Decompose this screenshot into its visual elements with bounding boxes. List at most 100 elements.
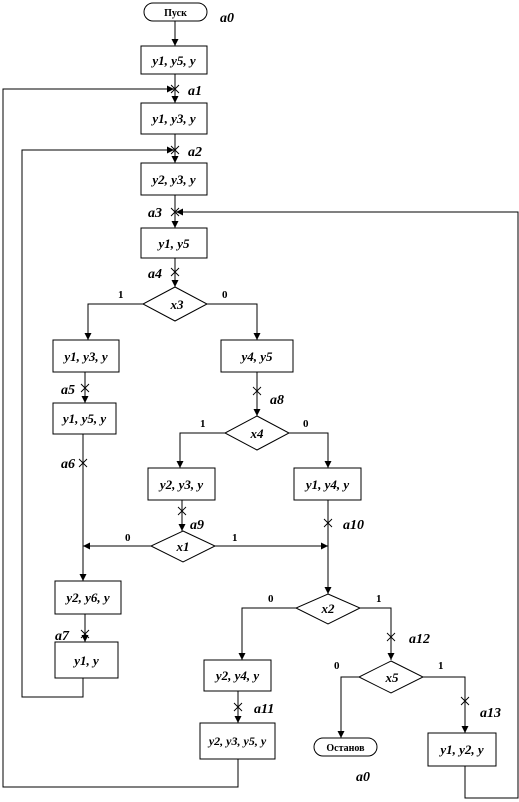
operator-block-6: y4, y5 — [220, 339, 294, 373]
flow-x5-no — [337, 676, 359, 738]
state-mark-a0-stop: a0 — [356, 770, 370, 785]
cross-a13 — [460, 696, 470, 706]
operator-block-1-shape — [140, 45, 208, 75]
cross-a7 — [80, 629, 90, 639]
state-mark-a6: a6 — [61, 457, 75, 472]
flow-loop-to-a2 — [21, 146, 174, 698]
cross-a12 — [386, 632, 396, 642]
cross-a6 — [78, 458, 88, 468]
cross-a10 — [323, 518, 333, 528]
branch-label-x3-yes: 1 — [118, 289, 124, 301]
state-mark-a10: a10 — [343, 518, 364, 533]
state-mark-a3: a3 — [148, 206, 162, 221]
state-crosses — [78, 84, 470, 712]
flow-x4-yes — [176, 432, 225, 468]
branch-label-x5-no: 0 — [334, 660, 340, 672]
branch-label-x2-yes: 1 — [376, 593, 382, 605]
operator-block-11-label: y1, y — [72, 653, 99, 668]
terminal-stop: Останов — [313, 737, 378, 757]
cross-a11 — [233, 702, 243, 712]
condition-x1-shape — [149, 530, 217, 563]
operator-block-9: y1, y4, y — [293, 467, 362, 501]
operator-block-13: y2, y3, y5, y — [199, 722, 276, 760]
operator-block-5-shape — [52, 339, 120, 373]
state-mark-a4: a4 — [148, 267, 162, 282]
condition-x2-shape — [294, 593, 362, 625]
state-mark-a11: a11 — [254, 702, 274, 717]
operator-block-11: y1, y — [54, 641, 119, 679]
terminal-stop-label: Останов — [326, 743, 365, 754]
state-mark-a12: a12 — [409, 632, 430, 647]
operator-block-12-shape — [203, 659, 272, 692]
cross-a3 — [170, 207, 180, 217]
state-mark-a2: a2 — [188, 145, 202, 160]
operator-block-7-shape — [52, 402, 117, 435]
operator-block-10-shape — [54, 580, 122, 615]
condition-x5-label: x5 — [385, 670, 400, 685]
operator-block-14-shape — [427, 732, 497, 767]
condition-x3-label: x3 — [170, 297, 185, 312]
branch-label-x5-yes: 1 — [438, 660, 444, 672]
condition-x5: x5 — [357, 660, 425, 694]
cross-a5 — [80, 383, 90, 393]
state-marks: a0 a1 a2 a3 a4 a5 a6 a7 a8 a9 a10 a11 a1… — [55, 11, 501, 785]
state-mark-a13: a13 — [480, 706, 501, 721]
operator-block-8: y2, y3, y — [147, 467, 216, 501]
branch-label-x4-yes: 1 — [200, 418, 206, 430]
operator-blocks: y1, y5, y y1, y3, y y2, y3, y y1, y5 y1,… — [52, 45, 497, 767]
condition-x2-label: x2 — [321, 601, 336, 616]
condition-diamonds: x3 x4 x1 x2 x5 — [141, 286, 425, 694]
flow-x3-yes — [84, 303, 143, 340]
cross-a2 — [170, 145, 180, 155]
operator-block-5: y1, y3, y — [52, 339, 120, 373]
branch-label-x3-no: 0 — [222, 289, 228, 301]
operator-block-1: y1, y5, y — [140, 45, 208, 75]
operator-block-6-shape — [220, 339, 294, 373]
state-mark-a9: a9 — [190, 518, 204, 533]
operator-block-8-label: y2, y3, y — [158, 477, 204, 492]
operator-block-10-label: y2, y6, y — [64, 590, 110, 605]
operator-block-4-shape — [140, 227, 208, 259]
condition-x4-label: x4 — [250, 426, 265, 441]
operator-block-12-label: y2, y4, y — [214, 668, 260, 683]
operator-block-7: y1, y5, y — [52, 402, 117, 435]
operator-block-14: y1, y2, y — [427, 732, 497, 767]
condition-x4: x4 — [223, 415, 291, 451]
terminal-stop-shape — [313, 737, 378, 757]
operator-block-2: y1, y3, y — [140, 102, 208, 135]
operator-block-12: y2, y4, y — [203, 659, 272, 692]
operator-block-13-label: y2, y3, y5, y — [207, 734, 267, 748]
state-mark-a8: a8 — [270, 393, 284, 408]
condition-x1: x1 — [149, 530, 217, 563]
branch-label-x2-no: 0 — [268, 593, 274, 605]
operator-block-10: y2, y6, y — [54, 580, 122, 615]
flow-x2-no — [238, 607, 296, 660]
cross-a1 — [170, 84, 180, 94]
condition-x2: x2 — [294, 593, 362, 625]
flow-loop-to-a3 — [176, 208, 519, 799]
flow-loop-to-a1 — [2, 85, 239, 788]
flow-x2-yes — [360, 607, 395, 660]
operator-block-2-label: y1, y3, y — [150, 111, 196, 126]
operator-block-3-label: y2, y3, y — [150, 172, 196, 187]
state-mark-a5: a5 — [61, 383, 75, 398]
condition-x5-shape — [357, 660, 425, 694]
branch-label-x1-yes: 1 — [232, 532, 238, 544]
operator-block-6-label: y4, y5 — [239, 349, 273, 364]
operator-block-5-label: y1, y3, y — [62, 349, 108, 364]
condition-x3-shape — [141, 286, 209, 322]
state-mark-a1: a1 — [188, 84, 202, 99]
state-mark-a7: a7 — [55, 629, 70, 644]
branch-labels: 1 0 1 0 0 1 0 1 0 1 — [118, 289, 444, 672]
condition-x4-shape — [223, 415, 291, 451]
flow-x3-no — [207, 303, 261, 340]
operator-block-7-label: y1, y5, y — [61, 411, 107, 426]
operator-block-4: y1, y5 — [140, 227, 208, 259]
branch-label-x4-no: 0 — [303, 418, 309, 430]
operator-block-13-shape — [199, 722, 276, 760]
condition-x3: x3 — [141, 286, 209, 322]
operator-block-9-label: y1, y4, y — [304, 477, 350, 492]
operator-block-3-shape — [140, 162, 208, 196]
cross-a8 — [252, 386, 262, 396]
